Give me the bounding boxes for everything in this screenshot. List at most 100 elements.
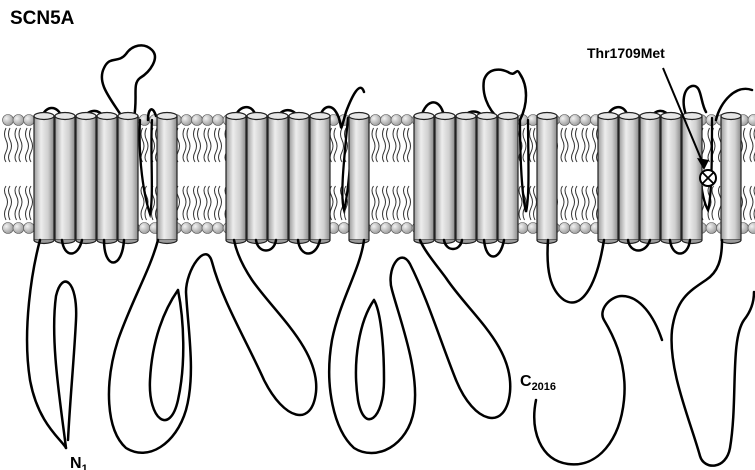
lipid-tail (393, 186, 396, 220)
lipid-tail (404, 128, 407, 162)
c-terminus-letter: C (520, 373, 532, 390)
linker-d2-d3 (329, 240, 510, 453)
lipid-head (192, 223, 203, 234)
lipid-head (748, 223, 755, 234)
lipid-head (370, 223, 381, 234)
lipid-head (3, 223, 14, 234)
helix-d1-s2 (55, 113, 75, 244)
lipid-tail (9, 186, 12, 220)
loop-d1-s5p (102, 45, 155, 120)
helix-d2-s5 (310, 113, 330, 244)
lipid-tail (183, 128, 186, 162)
helix-d2-s6 (349, 113, 369, 244)
helix-d4-s2 (619, 113, 639, 244)
lipid-tail (712, 186, 715, 220)
helix-d1-s5 (118, 113, 138, 244)
lipid-tail (219, 128, 222, 162)
lipid-tail (198, 128, 201, 162)
lipid-tail (561, 186, 564, 220)
lipid-head (339, 223, 350, 234)
lipid-tail (750, 128, 753, 162)
lipid-tail (145, 128, 148, 162)
lipid-tail (334, 128, 337, 162)
intracellular-loops (27, 240, 754, 466)
lipid-tail (572, 186, 575, 220)
lipid-tail (194, 186, 197, 220)
c-terminus-tail (672, 240, 754, 466)
lipid-tail (219, 186, 222, 220)
lipid-head (213, 223, 224, 234)
lipid-tail (397, 186, 400, 220)
lipid-tail (572, 128, 575, 162)
lipid-tail (586, 186, 589, 220)
lipid-tail (208, 128, 211, 162)
lipid-tail (19, 186, 22, 220)
lipid-tail (204, 128, 207, 162)
lipid-tail (26, 128, 29, 162)
n-terminus-letter: N (70, 455, 82, 470)
lipid-tail (565, 186, 568, 220)
lipid-tail (5, 186, 8, 220)
lipid-head (402, 223, 413, 234)
lipid-tail (408, 186, 411, 220)
helix-d2-s4 (289, 113, 309, 244)
n-terminus-label: N1 (70, 455, 88, 470)
lipid-tail (15, 186, 18, 220)
helix-d1-s3 (76, 113, 96, 244)
n-terminus-loop (54, 282, 76, 448)
lipid-head (213, 115, 224, 126)
lipid-tail (30, 186, 33, 220)
lipid-tail (19, 128, 22, 162)
diagram-title: SCN5A (10, 8, 75, 29)
lipid-head (381, 115, 392, 126)
helix-d3-s2 (435, 113, 455, 244)
lipid-head (181, 223, 192, 234)
lipid-tail (744, 186, 747, 220)
lipid-tail (372, 128, 375, 162)
lipid-tail (530, 186, 533, 220)
lipid-tail (215, 186, 218, 220)
lipid-tail (372, 186, 375, 220)
mutation-label: Thr1709Met (587, 45, 665, 61)
lipid-head (391, 223, 402, 234)
helix-d3-s3 (456, 113, 476, 244)
lipid-tail (215, 128, 218, 162)
lipid-tail (404, 186, 407, 220)
lipid-tail (750, 186, 753, 220)
lipid-head (391, 115, 402, 126)
lipid-tail (565, 128, 568, 162)
lipid-tail (15, 128, 18, 162)
lipid-head (748, 115, 755, 126)
lipid-head (202, 115, 213, 126)
lipid-tail (576, 128, 579, 162)
lipid-head (3, 115, 14, 126)
helix-d2-s3 (268, 113, 288, 244)
lipid-tail (387, 186, 390, 220)
lipid-tail (387, 128, 390, 162)
lipid-tail (341, 128, 344, 162)
n-terminus-tail (27, 240, 66, 448)
lipid-tail (198, 186, 201, 220)
lipid-head (370, 115, 381, 126)
lipid-tail (586, 128, 589, 162)
lipid-tail (393, 128, 396, 162)
lipid-tail (208, 186, 211, 220)
lipid-tail (408, 128, 411, 162)
lipid-head (580, 223, 591, 234)
lipid-tail (204, 186, 207, 220)
helix-d1-s4 (97, 113, 117, 244)
helix-d1-s6 (157, 113, 177, 244)
linker-d2-d3-inner (356, 300, 384, 419)
c-terminus-number: 2016 (532, 381, 556, 393)
lipid-tail (582, 128, 585, 162)
lipid-head (181, 115, 192, 126)
lipid-tail (534, 186, 537, 220)
linker-d3-d4 (548, 240, 604, 303)
lipid-head (139, 223, 150, 234)
lipid-tail (534, 128, 537, 162)
lipid-tail (141, 128, 144, 162)
helix-d2-s1 (226, 113, 246, 244)
c-terminus-label: C2016 (520, 373, 556, 393)
lipid-tail (530, 128, 533, 162)
